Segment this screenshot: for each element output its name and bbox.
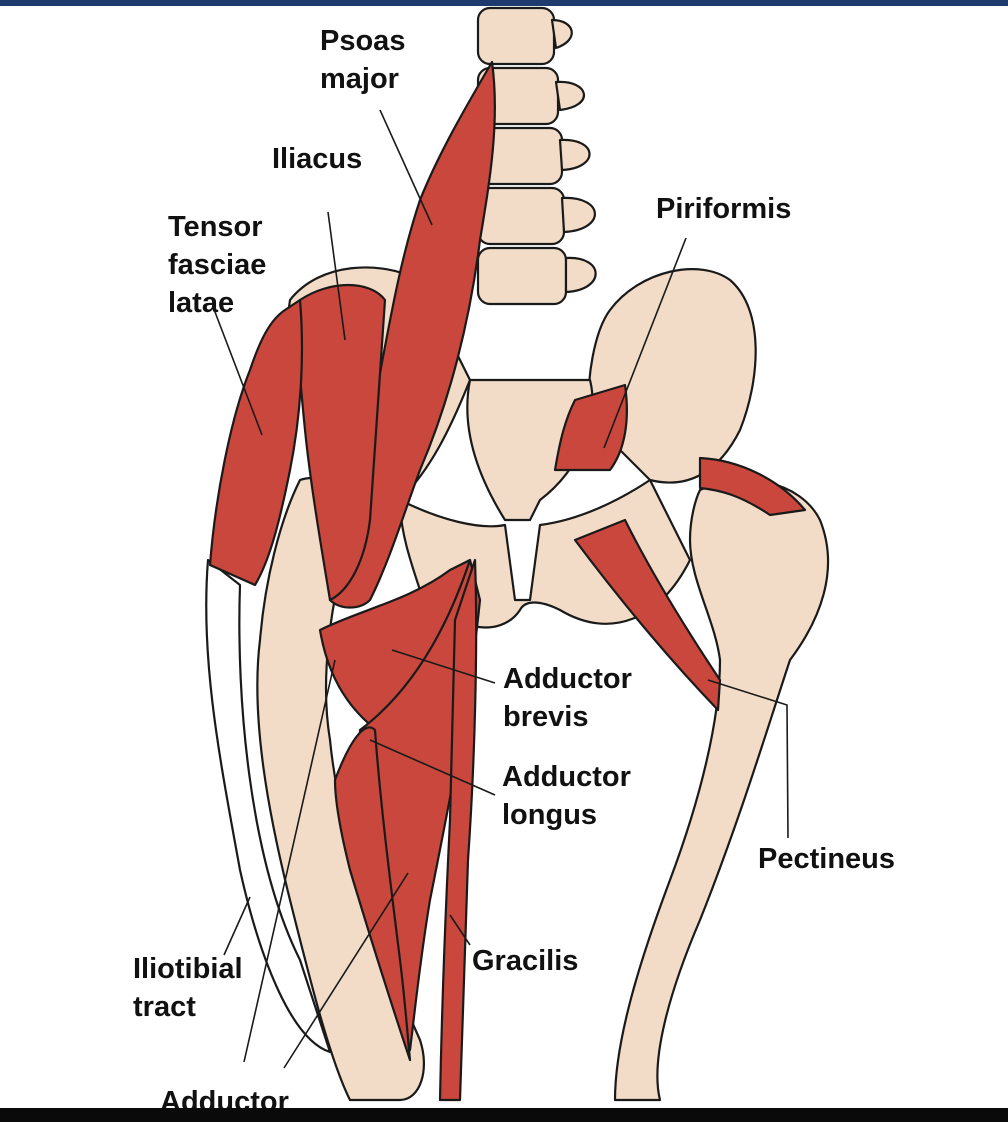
- femur-right: [613, 478, 830, 1102]
- label-pectineus: Pectineus: [758, 843, 895, 875]
- iliacus-muscle: [297, 284, 387, 602]
- piriformis-muscle: [553, 383, 628, 472]
- femur-left: [256, 477, 425, 1102]
- lumbar-spine: [476, 6, 597, 306]
- label-gracilis: Gracilis: [472, 945, 579, 977]
- label-piriformis: Piriformis: [656, 193, 792, 225]
- gracilis-muscle: [438, 558, 478, 1102]
- label-iliacus: Iliacus: [272, 143, 363, 175]
- top-frame-border: [0, 0, 1008, 6]
- iliotibial-tract-shape: [205, 558, 332, 1054]
- bottom-frame-bar: [0, 1108, 1008, 1122]
- gluteus-medius-muscle: [698, 456, 807, 517]
- pectineus-muscle: [573, 518, 722, 712]
- adductor-magnus-muscle: [333, 726, 412, 1062]
- leader-lines: [214, 109, 789, 1069]
- tensor-fasciae-latae-muscle: [208, 298, 304, 587]
